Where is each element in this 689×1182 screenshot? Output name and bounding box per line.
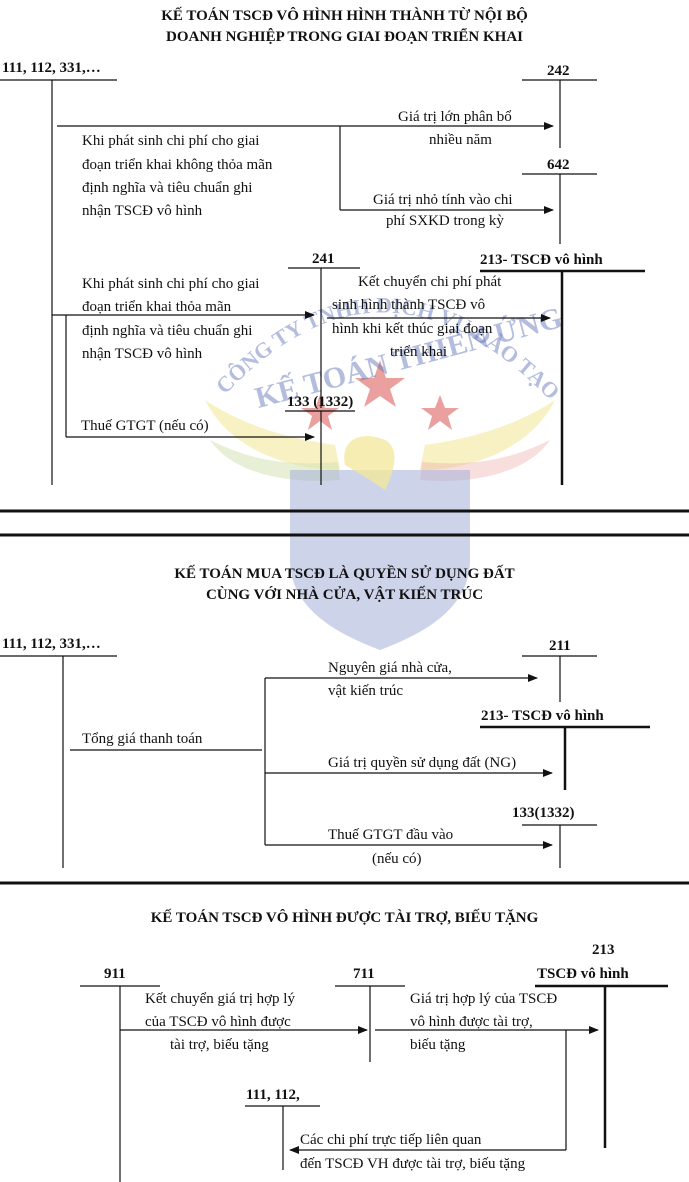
note-input-vat-1: Thuế GTGT đầu vào xyxy=(328,827,454,843)
section1-title-line2: DOANH NGHIỆP TRONG GIAI ĐOẠN TRIỂN KHAI xyxy=(166,29,523,45)
note-expense-qualified-2: đoạn triển khai thỏa mãn xyxy=(82,299,232,315)
note-building-cost-1: Nguyên giá nhà cửa, xyxy=(328,660,452,676)
account-1332-label: 133(1332) xyxy=(512,805,575,821)
section3-title: KẾ TOÁN TSCĐ VÔ HÌNH ĐƯỢC TÀI TRỢ, BIẾU … xyxy=(150,910,539,926)
account-source-label-2: 111, 112, 331,… xyxy=(2,636,101,652)
account-242-label: 242 xyxy=(547,63,570,79)
note-fair-value-2: vô hình được tài trợ, xyxy=(410,1014,533,1030)
note-fair-value-3: biếu tặng xyxy=(410,1037,466,1053)
account-911-label: 911 xyxy=(104,966,126,982)
note-fair-value-1: Giá trị hợp lý của TSCĐ xyxy=(410,991,558,1007)
account-source-label: 111, 112, 331,… xyxy=(2,60,101,76)
note-expense-not-qualified-3: định nghĩa và tiêu chuẩn ghi xyxy=(82,180,253,196)
note-expense-qualified-1: Khi phát sinh chi phí cho giai xyxy=(82,276,260,292)
note-building-cost-2: vật kiến trúc xyxy=(328,683,403,699)
account-111-label: 111, 112, xyxy=(246,1087,300,1103)
account-213-label-2: 213- TSCĐ vô hình xyxy=(481,708,604,724)
account-642-label: 642 xyxy=(547,157,570,173)
account-711-label: 711 xyxy=(353,966,375,982)
section2-title-line2: CÙNG VỚI NHÀ CỬA, VẬT KIẾN TRÚC xyxy=(205,587,484,603)
note-land-use-right: Giá trị quyền sử dụng đất (NG) xyxy=(328,755,517,771)
note-expense-not-qualified-4: nhận TSCĐ vô hình xyxy=(82,203,203,219)
note-transfer-fair-value-1: Kết chuyển giá trị hợp lý xyxy=(145,991,295,1007)
note-expense-not-qualified-1: Khi phát sinh chi phí cho giai xyxy=(82,133,260,149)
note-input-vat-2: (nếu có) xyxy=(372,851,422,867)
account-213-number: 213 xyxy=(592,942,615,958)
note-transfer-2: sinh hình thành TSCĐ vô xyxy=(332,297,486,313)
note-large-value-1: Giá trị lớn phân bổ xyxy=(398,109,512,125)
note-vat: Thuế GTGT (nếu có) xyxy=(81,418,209,434)
note-expense-qualified-3: định nghĩa và tiêu chuẩn ghi xyxy=(82,323,253,339)
account-213-label: 213- TSCĐ vô hình xyxy=(480,252,603,268)
note-large-value-2: nhiều năm xyxy=(429,132,492,148)
note-expense-qualified-4: nhận TSCĐ vô hình xyxy=(82,346,203,362)
account-133-label: 133 (1332) xyxy=(287,394,354,410)
note-transfer-fair-value-3: tài trợ, biếu tặng xyxy=(170,1037,269,1053)
section2-title-line1: KẾ TOÁN MUA TSCĐ LÀ QUYỀN SỬ DỤNG ĐẤT xyxy=(174,566,515,582)
note-expense-not-qualified-2: đoạn triển khai không thỏa mãn xyxy=(82,157,273,173)
note-transfer-3: hình khi kết thúc giai đoạn xyxy=(332,321,493,337)
account-213-name: TSCĐ vô hình xyxy=(537,966,629,982)
note-direct-costs-2: đến TSCĐ VH được tài trợ, biếu tặng xyxy=(300,1156,526,1172)
note-transfer-1: Kết chuyển chi phí phát xyxy=(358,274,502,290)
note-direct-costs-1: Các chi phí trực tiếp liên quan xyxy=(300,1132,482,1148)
note-small-value-1: Giá trị nhỏ tính vào chi xyxy=(373,192,513,208)
account-211-label: 211 xyxy=(549,638,571,654)
note-total-payment: Tổng giá thanh toán xyxy=(82,731,203,747)
note-transfer-4: triển khai xyxy=(390,344,448,360)
note-transfer-fair-value-2: của TSCĐ vô hình được xyxy=(145,1014,291,1030)
section1-title-line1: KẾ TOÁN TSCĐ VÔ HÌNH HÌNH THÀNH TỪ NỘI B… xyxy=(161,8,528,24)
account-241-label: 241 xyxy=(312,251,335,267)
note-small-value-2: phí SXKD trong kỳ xyxy=(386,213,504,229)
